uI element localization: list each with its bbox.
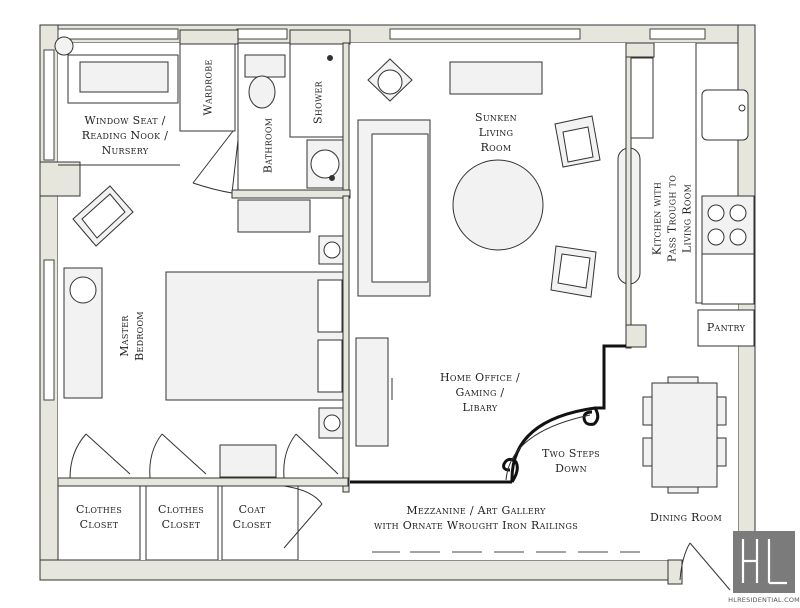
label-clothes-closet-1: Clothes Closet — [75, 503, 123, 531]
top-windows — [57, 28, 706, 40]
label-home-office: Home Office / Gaming / Libary — [439, 371, 521, 414]
pantry-box — [697, 309, 755, 347]
label-pantry: Pantry — [706, 321, 746, 334]
bathroom — [237, 29, 351, 194]
bedroom-east-wall — [342, 195, 350, 493]
logo-url-text: HLRESIDENTIAL.COM — [728, 596, 800, 604]
bedroom-furniture — [63, 185, 347, 439]
label-window-seat: Window Seat / Reading Nook / Nursery — [81, 114, 169, 157]
closets — [57, 444, 349, 561]
hl-logo — [733, 531, 795, 593]
hl-logo-mark — [741, 539, 787, 585]
label-clothes-closet-2: Clothes Closet — [157, 503, 205, 531]
label-kitchen: Kitchen with Pass Trough to Living Room — [650, 174, 694, 263]
closet-doors — [69, 433, 339, 549]
label-bathroom: Bathroom — [261, 117, 275, 174]
left-windows — [43, 49, 55, 401]
left-pillar — [39, 161, 81, 197]
entry-door — [667, 542, 731, 591]
office-furniture — [355, 337, 393, 447]
label-shower: Shower — [311, 81, 325, 124]
label-master-bedroom: Master Bedroom — [118, 311, 146, 361]
label-sunken-living-room: Sunken Living Room — [475, 111, 517, 154]
label-mezzanine: Mezzanine / Art Gallery with Ornate Wrou… — [374, 504, 578, 532]
dining-table — [642, 376, 727, 494]
label-coat-closet: Coat Closet — [232, 503, 272, 531]
kitchen — [630, 42, 755, 305]
label-wardrobe: Wardrobe — [201, 59, 215, 116]
wrought-iron-railing — [350, 344, 626, 484]
label-dining-room: Dining Room — [650, 511, 722, 524]
label-two-steps: Two Steps Down — [542, 447, 600, 475]
wardrobe — [179, 29, 239, 132]
living-kitchen-wall — [625, 42, 632, 349]
steps-curve — [505, 414, 591, 481]
window-seat-furniture — [54, 36, 179, 104]
